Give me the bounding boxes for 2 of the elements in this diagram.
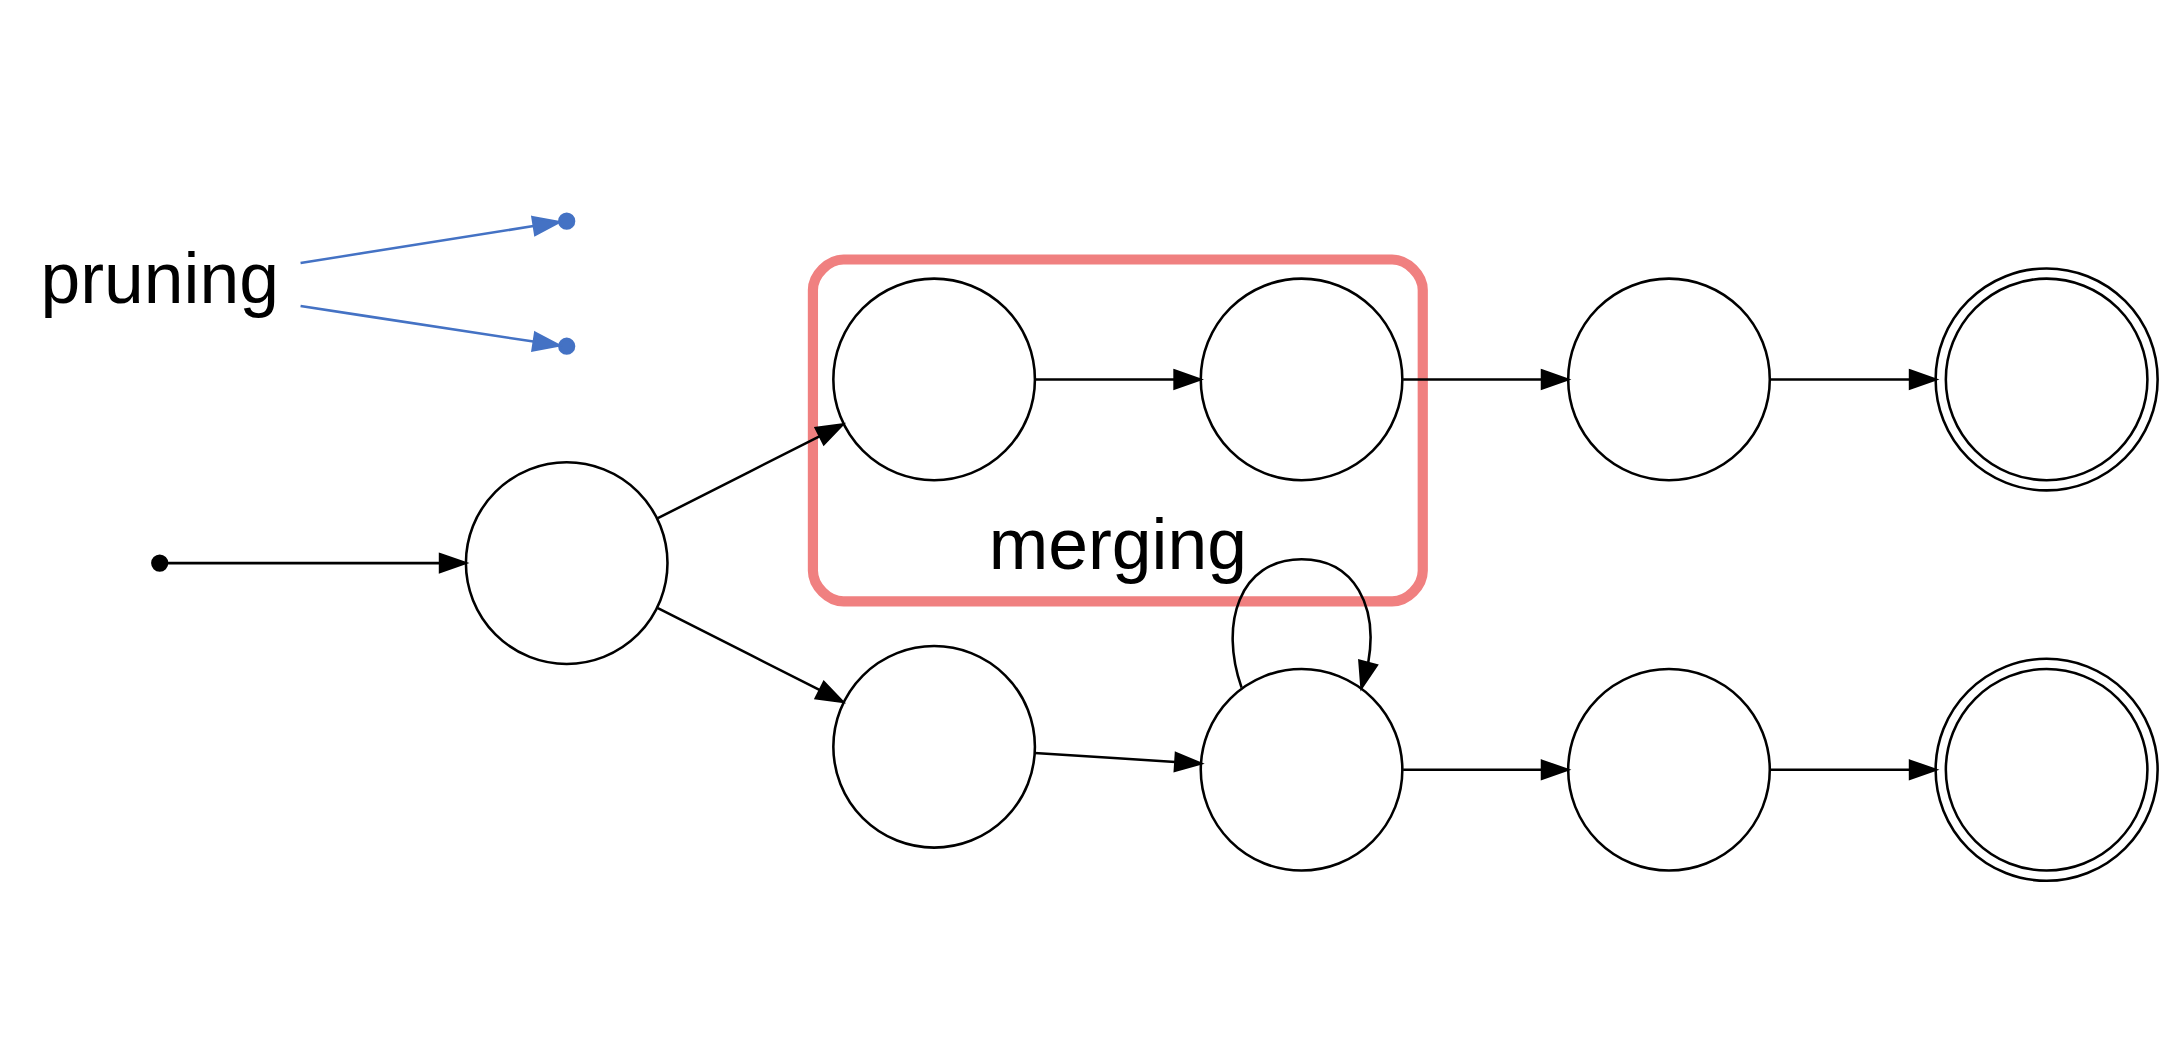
node-text: pruning	[40, 237, 279, 318]
node-label: merging	[988, 503, 1247, 584]
